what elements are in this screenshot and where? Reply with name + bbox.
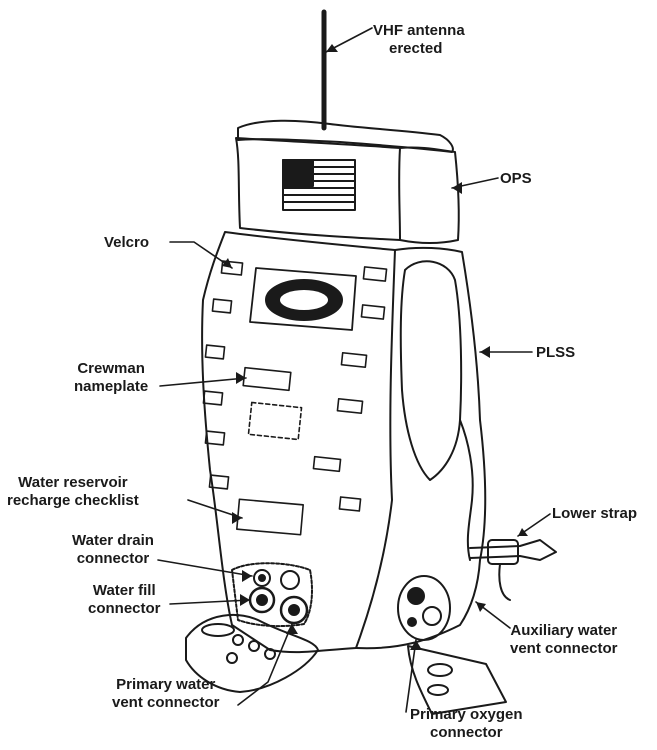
label-primary-vent-line1: Primary water bbox=[116, 676, 216, 693]
primary-water-vent-connector bbox=[279, 595, 309, 625]
leader-nameplate bbox=[159, 377, 247, 387]
label-ops: OPS bbox=[500, 170, 532, 188]
leader-velcro bbox=[169, 241, 233, 269]
label-reservoir-line2: recharge checklist bbox=[7, 492, 139, 509]
leader-fill bbox=[169, 599, 251, 605]
label-oxygen-line2: connector bbox=[430, 724, 503, 741]
label-water-drain-connector: Water drain connector bbox=[72, 532, 154, 568]
label-fill-line1: Water fill bbox=[92, 582, 156, 599]
connector-flap bbox=[185, 613, 319, 693]
plss-front-face bbox=[201, 231, 396, 654]
ops-top-face bbox=[237, 119, 454, 153]
label-aux-line1: Auxiliary water bbox=[510, 622, 618, 639]
label-plss-text: PLSS bbox=[536, 344, 576, 361]
side-tubing bbox=[399, 260, 463, 481]
label-plss: PLSS bbox=[536, 344, 575, 362]
label-auxiliary-water-vent: Auxiliary water vent connector bbox=[510, 622, 618, 658]
label-crewman-line2: nameplate bbox=[74, 378, 149, 395]
crewman-nameplate bbox=[242, 366, 292, 392]
ops-side-face bbox=[399, 146, 460, 244]
label-vhf-antenna: VHF antenna erected bbox=[373, 22, 465, 58]
label-velcro-text: Velcro bbox=[104, 234, 150, 251]
label-fill-line2: connector bbox=[88, 600, 161, 617]
velcro-tabs bbox=[202, 260, 388, 512]
label-primary-water-vent: Primary water vent connector bbox=[112, 676, 220, 712]
plss-side-face bbox=[355, 246, 487, 650]
label-lower-strap: Lower strap bbox=[552, 505, 637, 523]
label-lower-strap-text: Lower strap bbox=[552, 505, 638, 522]
emblem-patch bbox=[249, 267, 357, 331]
lower-strap bbox=[469, 539, 557, 561]
label-vhf-antenna-line2: erected bbox=[389, 40, 443, 57]
leader-oxygen bbox=[405, 639, 417, 713]
connector-panel bbox=[231, 562, 313, 628]
label-aux-line2: vent connector bbox=[510, 640, 618, 657]
label-crewman-line1: Crewman bbox=[77, 360, 145, 377]
label-crewman-nameplate: Crewman nameplate bbox=[74, 360, 148, 396]
label-primary-vent-line2: vent connector bbox=[112, 694, 220, 711]
auxiliary-water-vent-tag bbox=[407, 645, 507, 715]
label-primary-oxygen-connector: Primary oxygen connector bbox=[410, 706, 523, 742]
label-drain-line1: Water drain bbox=[72, 532, 154, 549]
label-vhf-antenna-line1: VHF antenna bbox=[373, 22, 465, 39]
dashed-pocket bbox=[247, 401, 303, 441]
water-drain-connector bbox=[253, 569, 271, 587]
label-ops-text: OPS bbox=[500, 170, 532, 187]
label-velcro: Velcro bbox=[104, 234, 149, 252]
water-reservoir-checklist bbox=[236, 498, 304, 536]
label-water-fill-connector: Water fill connector bbox=[88, 582, 161, 618]
label-water-reservoir-checklist: Water reservoir recharge checklist bbox=[7, 474, 139, 510]
label-reservoir-line1: Water reservoir bbox=[18, 474, 128, 491]
label-oxygen-line1: Primary oxygen bbox=[410, 706, 523, 723]
primary-oxygen-connector bbox=[397, 575, 451, 641]
leader-primary-vent bbox=[237, 623, 293, 706]
leader-drain bbox=[157, 559, 253, 577]
american-flag bbox=[282, 159, 356, 211]
label-drain-line2: connector bbox=[76, 550, 150, 567]
